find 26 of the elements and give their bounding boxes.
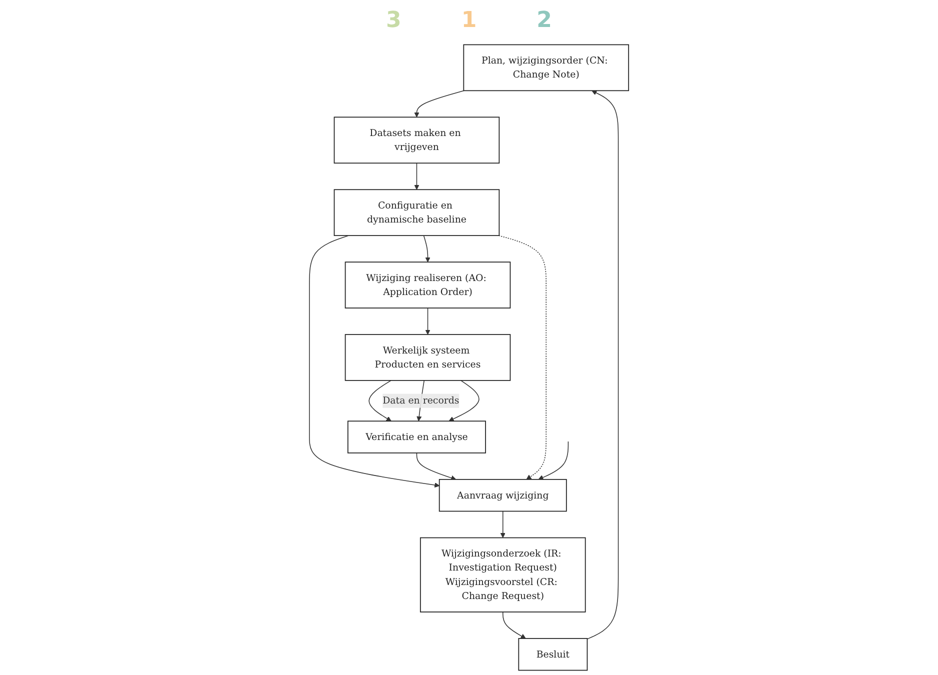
arrow xyxy=(414,162,420,190)
cycle-number: 3 xyxy=(386,8,402,32)
node-box: Wijziging realiseren (AO: Application Order) xyxy=(344,262,511,308)
arrow xyxy=(448,380,480,422)
arrow xyxy=(502,612,526,639)
arrow xyxy=(498,235,547,480)
edge-label: Data en records xyxy=(382,394,460,406)
arrow xyxy=(423,235,430,262)
arrow xyxy=(500,510,506,538)
node-box: Datasets maken en vrijgeven xyxy=(334,116,500,164)
cycle-number: 2 xyxy=(536,8,552,32)
arrow xyxy=(414,90,464,118)
arrow xyxy=(368,380,392,422)
arrow xyxy=(416,452,456,480)
arrow xyxy=(309,235,440,488)
node-box: Werkelijk systeem Producten en services xyxy=(344,334,511,381)
node-box: Plan, wijzigingsorder (CN: Change Note) xyxy=(463,44,630,92)
node-box: Configuratie en dynamische baseline xyxy=(334,189,500,236)
arrow xyxy=(538,441,569,480)
node-box: Besluit xyxy=(518,638,588,671)
arrow xyxy=(586,90,619,640)
cycle-number: 1 xyxy=(461,8,477,32)
node-box: Verificatie en analyse xyxy=(347,420,486,454)
node-box: Wijzigingsonderzoek (IR: Investigation Request) Wijzigingsvoorstel (CR: Change Request) xyxy=(420,537,586,612)
node-box: Aanvraag wijziging xyxy=(438,479,567,512)
arrow xyxy=(425,308,430,335)
